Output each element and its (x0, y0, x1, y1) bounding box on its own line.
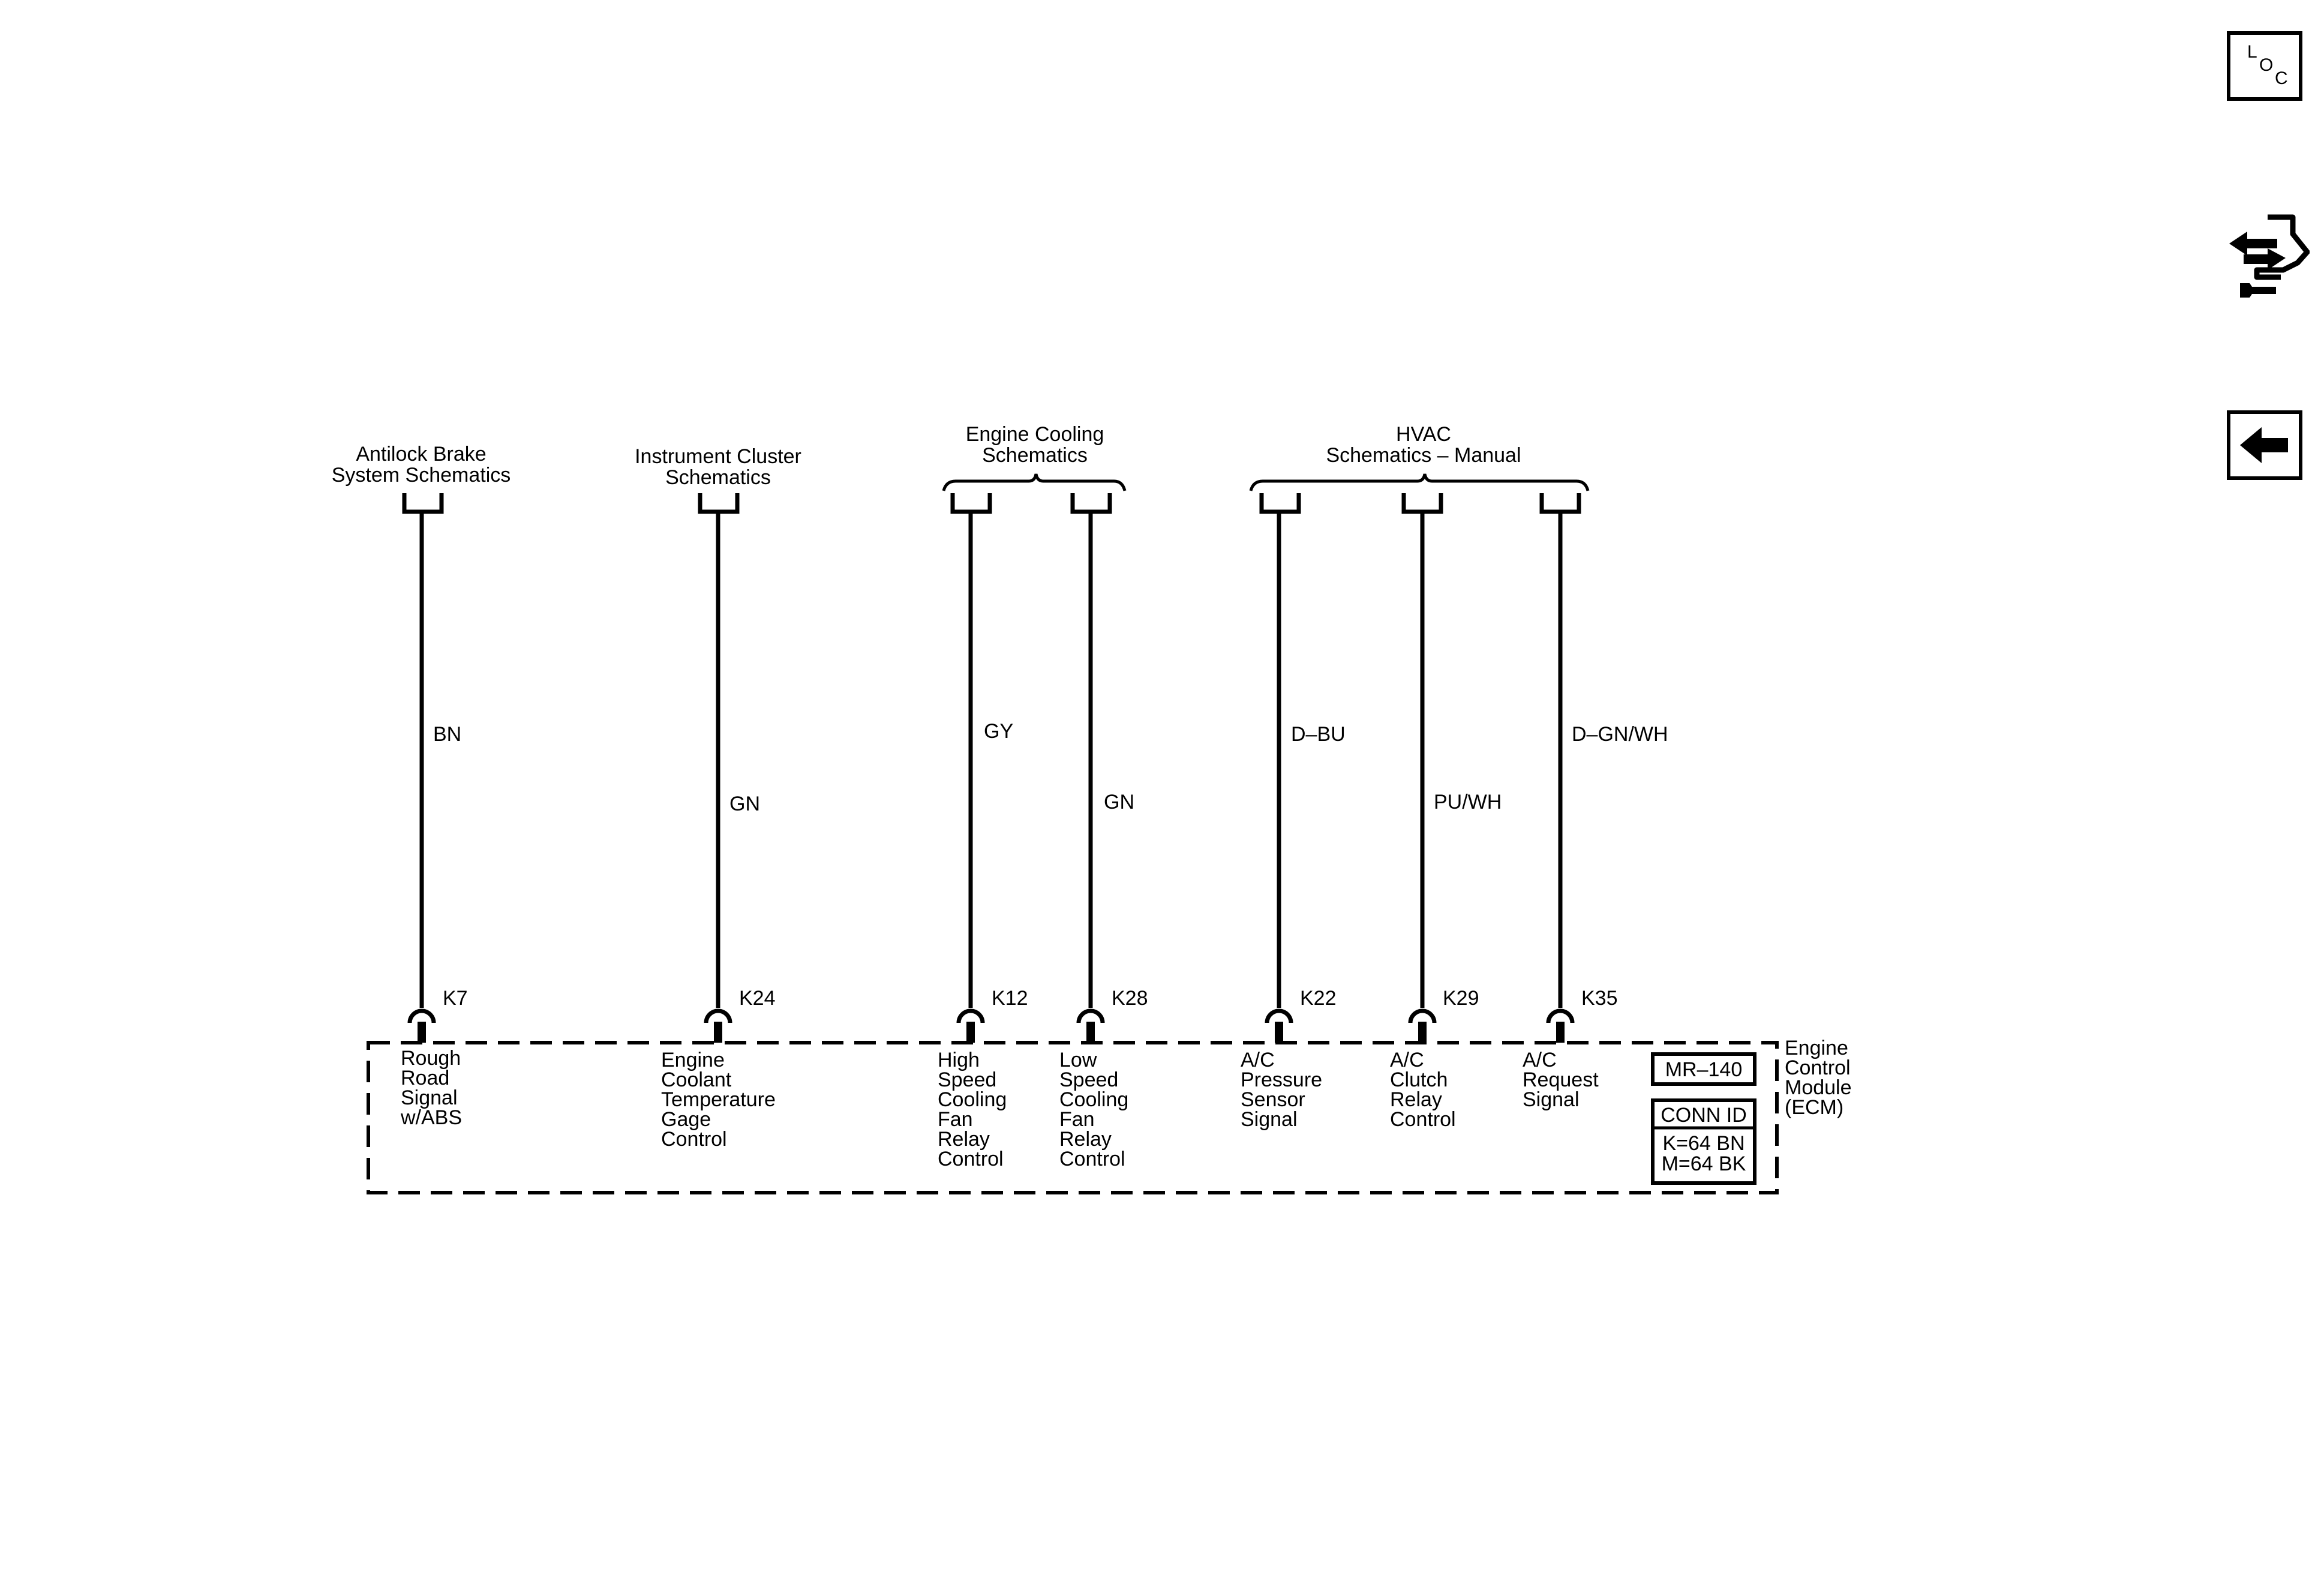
svg-text:Control: Control (1059, 1148, 1125, 1170)
svg-text:Clutch: Clutch (1390, 1068, 1448, 1091)
svg-text:High: High (938, 1049, 980, 1071)
svg-text:Request: Request (1523, 1068, 1599, 1091)
svg-text:Speed: Speed (1059, 1068, 1118, 1091)
svg-text:A/C: A/C (1523, 1049, 1557, 1071)
connector-end-view-icon[interactable] (2226, 210, 2310, 300)
pin-terminal-k12 (956, 1008, 985, 1043)
conn-id-k: K=64 BN (1662, 1132, 1744, 1155)
svg-text:Control: Control (938, 1148, 1004, 1170)
pin-terminal-k29 (1408, 1008, 1437, 1043)
upper-connector-hsfan (950, 493, 992, 514)
svg-text:w/ABS: w/ABS (400, 1106, 462, 1129)
group-label-cooling-1[interactable]: Engine Cooling (966, 423, 1104, 446)
svg-text:Pressure: Pressure (1241, 1068, 1322, 1091)
group-brace-hvac (1249, 473, 1590, 491)
svg-text:Signal: Signal (1241, 1108, 1298, 1131)
svg-text:Cooling: Cooling (1059, 1088, 1128, 1111)
svg-text:Temperature: Temperature (661, 1088, 776, 1111)
pin-function-k7: Rough Road Signal w/ABS (400, 1047, 462, 1129)
svg-text:O: O (2259, 55, 2273, 75)
pin-label-k28: K28 (1112, 987, 1148, 1010)
svg-text:Cooling: Cooling (938, 1088, 1007, 1111)
svg-text:A/C: A/C (1241, 1049, 1275, 1071)
pin-label-k22: K22 (1300, 987, 1337, 1010)
svg-text:Coolant: Coolant (661, 1068, 732, 1091)
wire-color-acr: D–GN/WH (1572, 723, 1668, 746)
svg-text:Control: Control (661, 1128, 727, 1151)
svg-text:C: C (2275, 68, 2288, 88)
svg-text:Signal: Signal (401, 1086, 458, 1109)
svg-text:Rough: Rough (401, 1047, 461, 1070)
svg-text:Sensor: Sensor (1241, 1088, 1305, 1111)
svg-text:(ECM): (ECM) (1785, 1096, 1843, 1119)
pin-label-k29: K29 (1443, 987, 1479, 1010)
svg-text:Relay: Relay (938, 1128, 990, 1151)
conn-id-box: CONN ID K=64 BN M=64 BK (1651, 1098, 1756, 1185)
wire-color-lsfan: GN (1104, 791, 1134, 813)
svg-text:Control: Control (1785, 1056, 1851, 1079)
module-name-ecm[interactable]: Engine Control Module (ECM) (1785, 1037, 1852, 1119)
upper-connector-lsfan (1070, 493, 1112, 514)
svg-text:Relay: Relay (1390, 1088, 1442, 1111)
svg-text:Relay: Relay (1059, 1128, 1112, 1151)
loc-icon[interactable]: L O C (2227, 31, 2302, 101)
svg-text:Engine: Engine (661, 1049, 725, 1071)
pin-terminal-k28 (1076, 1008, 1105, 1043)
back-arrow-icon[interactable] (2227, 410, 2302, 480)
pin-terminal-k7 (407, 1008, 436, 1043)
svg-text:Speed: Speed (938, 1068, 996, 1091)
svg-text:Road: Road (401, 1067, 449, 1089)
svg-text:Fan: Fan (938, 1108, 973, 1131)
pin-function-k35: A/C Request Signal (1523, 1049, 1599, 1111)
svg-text:Fan: Fan (1059, 1108, 1095, 1131)
upper-connector-acc (1401, 493, 1443, 514)
svg-text:Engine: Engine (1785, 1037, 1848, 1059)
conn-id-label: CONN ID (1661, 1104, 1747, 1127)
pin-label-k12: K12 (992, 987, 1028, 1010)
dest-label-abs-2[interactable]: System Schematics (332, 464, 511, 487)
svg-text:A/C: A/C (1390, 1049, 1424, 1071)
pin-function-k28: Low Speed Cooling Fan Relay Control (1059, 1049, 1128, 1170)
mr-140-ref-box[interactable]: MR–140 (1651, 1052, 1756, 1086)
dest-label-abs-1[interactable]: Antilock Brake (356, 443, 486, 466)
dest-label-ic-1[interactable]: Instrument Cluster (635, 445, 801, 468)
svg-text:L: L (2247, 42, 2257, 62)
svg-text:MR–140: MR–140 (1665, 1058, 1743, 1081)
upper-connector-acp (1259, 493, 1301, 514)
pin-label-k7: K7 (443, 987, 468, 1010)
svg-text:Gage: Gage (661, 1108, 711, 1131)
wire-color-hsfan: GY (984, 720, 1013, 743)
wire-color-acc: PU/WH (1434, 791, 1502, 813)
wire-color-ic: GN (729, 792, 760, 815)
pin-function-k22: A/C Pressure Sensor Signal (1241, 1049, 1322, 1131)
group-label-hvac-2[interactable]: Schematics – Manual (1326, 444, 1521, 467)
group-label-cooling-2[interactable]: Schematics (982, 444, 1088, 467)
group-brace-cooling (942, 473, 1127, 491)
svg-text:Low: Low (1059, 1049, 1097, 1071)
group-label-hvac-1[interactable]: HVAC (1396, 423, 1451, 446)
pin-terminal-k22 (1265, 1008, 1293, 1043)
wire-color-abs: BN (433, 723, 461, 746)
pin-terminal-k35 (1546, 1008, 1575, 1043)
pin-function-k29: A/C Clutch Relay Control (1390, 1049, 1456, 1131)
upper-connector-abs (402, 493, 444, 514)
pin-function-k24: Engine Coolant Temperature Gage Control (661, 1049, 776, 1151)
pin-label-k24: K24 (739, 987, 776, 1010)
upper-connector-acr (1539, 493, 1581, 514)
pin-label-k35: K35 (1581, 987, 1618, 1010)
svg-text:Module: Module (1785, 1076, 1852, 1099)
conn-id-m: M=64 BK (1662, 1152, 1746, 1175)
pin-terminal-k24 (704, 1008, 732, 1043)
svg-text:Control: Control (1390, 1108, 1456, 1131)
wire-color-acp: D–BU (1291, 723, 1346, 746)
dest-label-ic-2[interactable]: Schematics (665, 466, 771, 489)
upper-connector-ic (698, 493, 740, 514)
svg-text:Signal: Signal (1523, 1088, 1580, 1111)
pin-function-k12: High Speed Cooling Fan Relay Control (938, 1049, 1007, 1170)
